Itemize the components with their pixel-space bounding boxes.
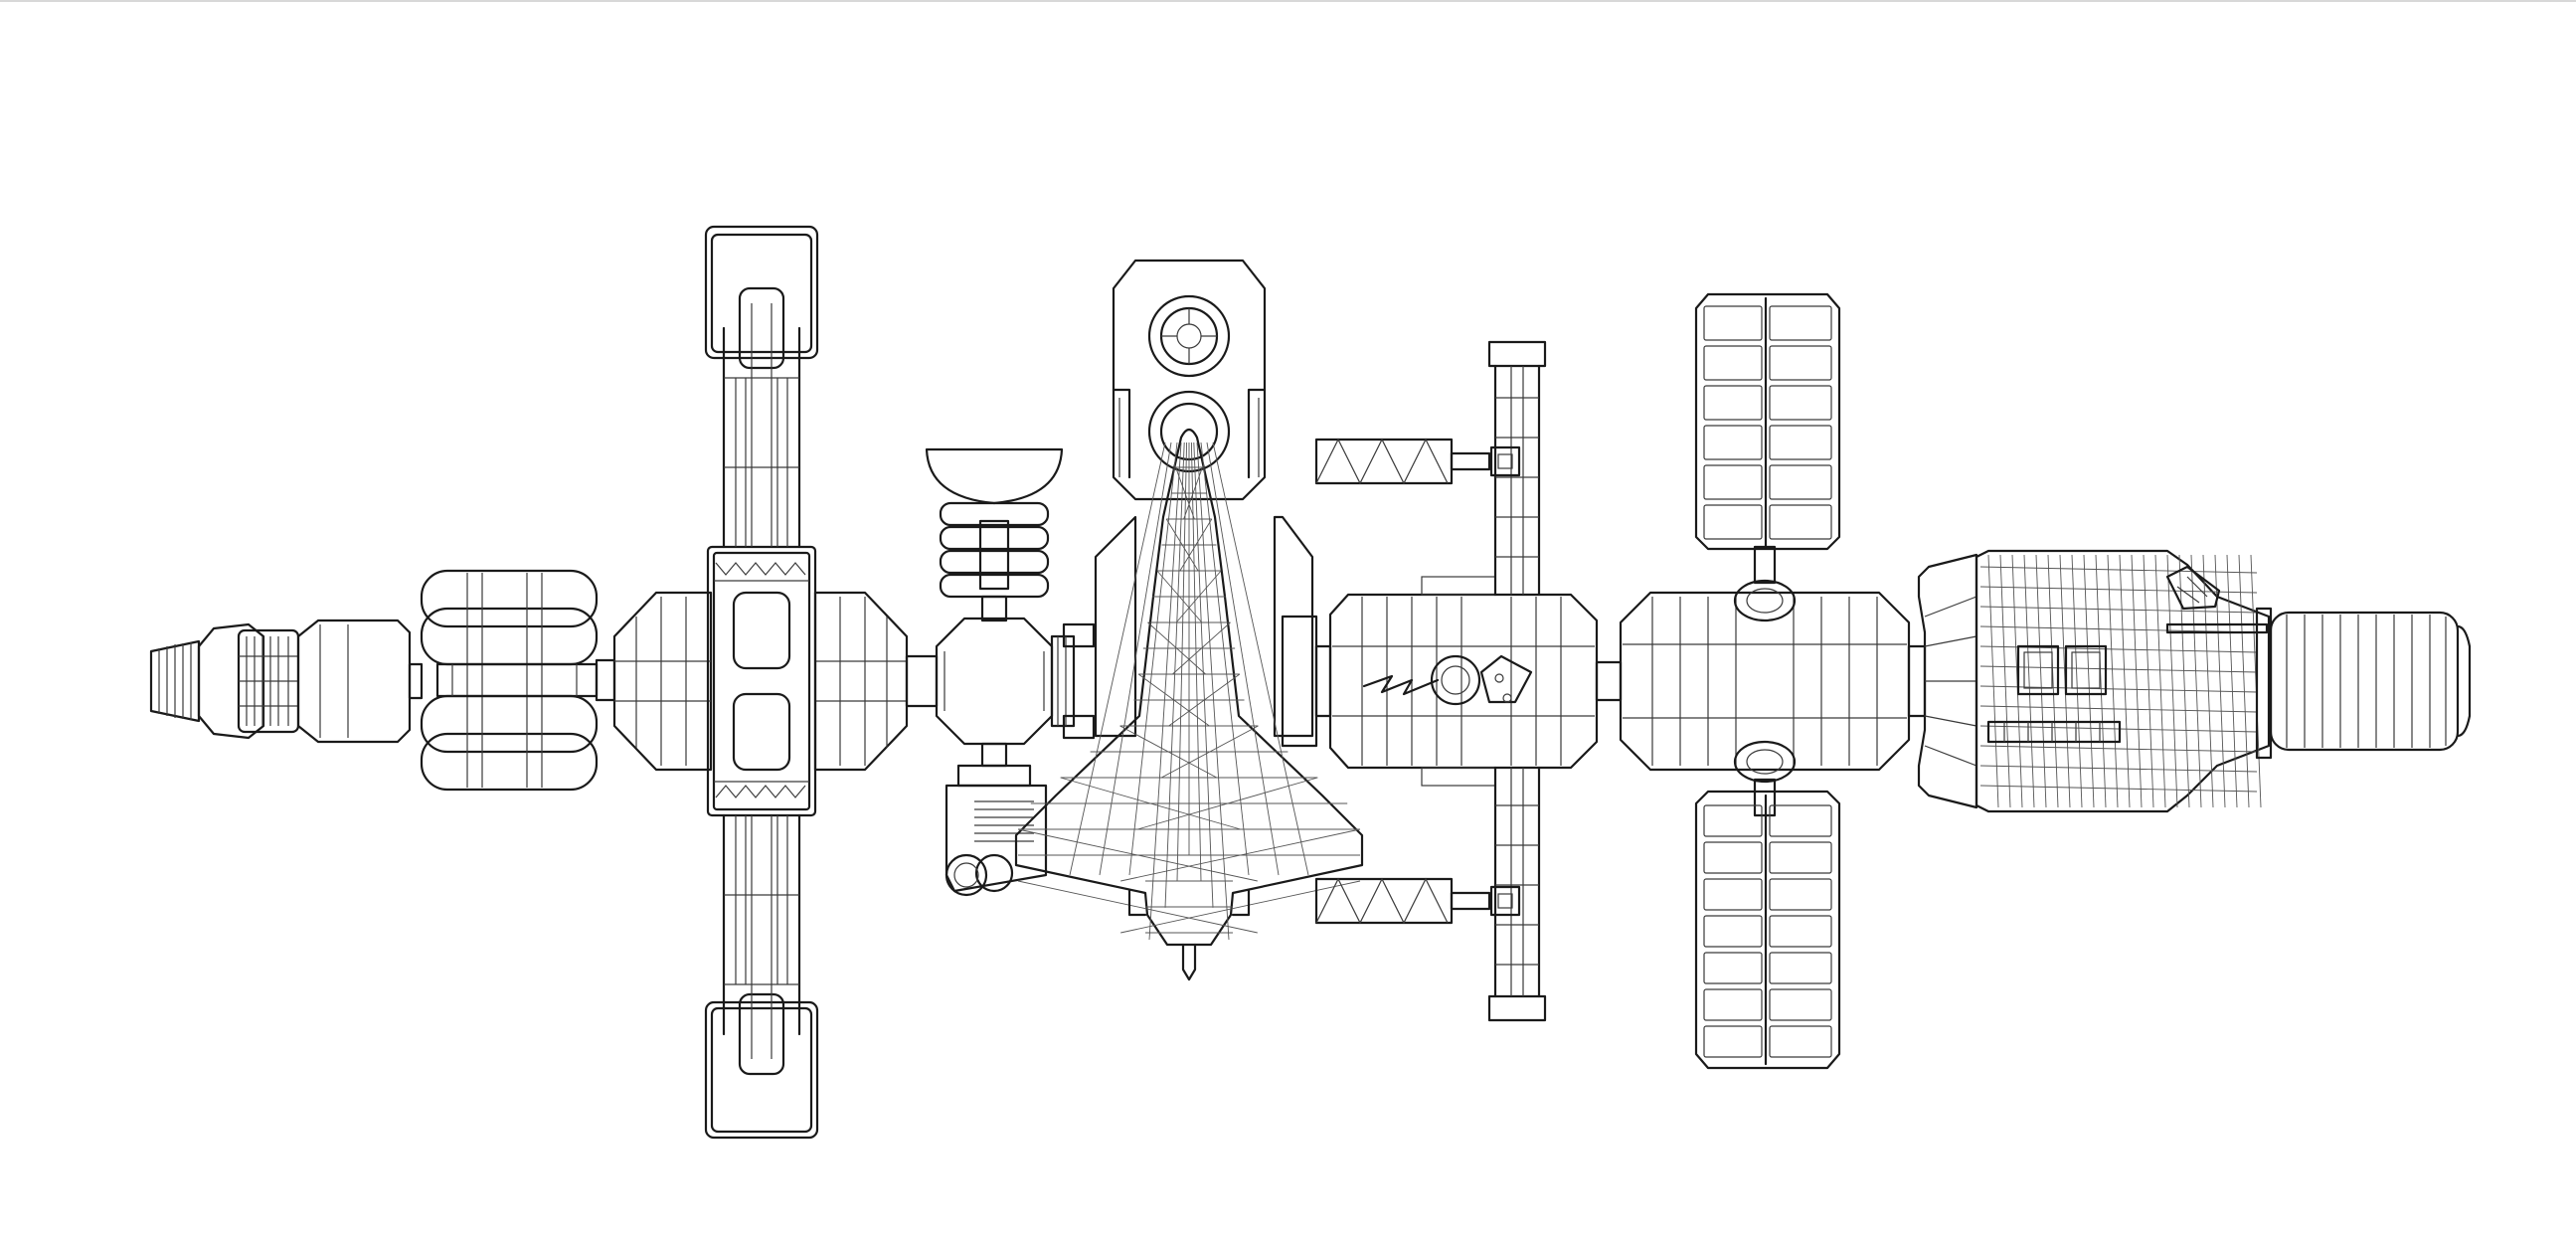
airlock-module [945, 742, 1048, 897]
shuttle-wireframe-mesh [1017, 442, 1361, 941]
fuel-tank-cluster [420, 569, 616, 792]
laboratory-module [1281, 576, 1599, 787]
lower-radiator-truss [704, 813, 819, 1140]
lower-solar-cells [1703, 804, 1832, 1058]
command-module [1917, 549, 2273, 813]
upper-solar-array [1694, 292, 1841, 551]
upper-cargo-pod [1112, 259, 1267, 501]
upper-solar-cells [1703, 305, 1832, 540]
service-module [197, 619, 424, 744]
docking-node [905, 617, 1096, 746]
upper-radiator-truss [704, 225, 819, 549]
central-hub-module [612, 545, 909, 817]
habitat-module [1595, 545, 1927, 817]
crew-capsule [2269, 611, 2472, 752]
docked-space-shuttle [1014, 428, 1364, 981]
dish-antenna [925, 447, 1064, 622]
top-border-line [0, 0, 2576, 2]
lower-solar-array [1694, 790, 1841, 1070]
solar-truss [1314, 340, 1547, 1022]
engine-nozzle [149, 639, 201, 723]
